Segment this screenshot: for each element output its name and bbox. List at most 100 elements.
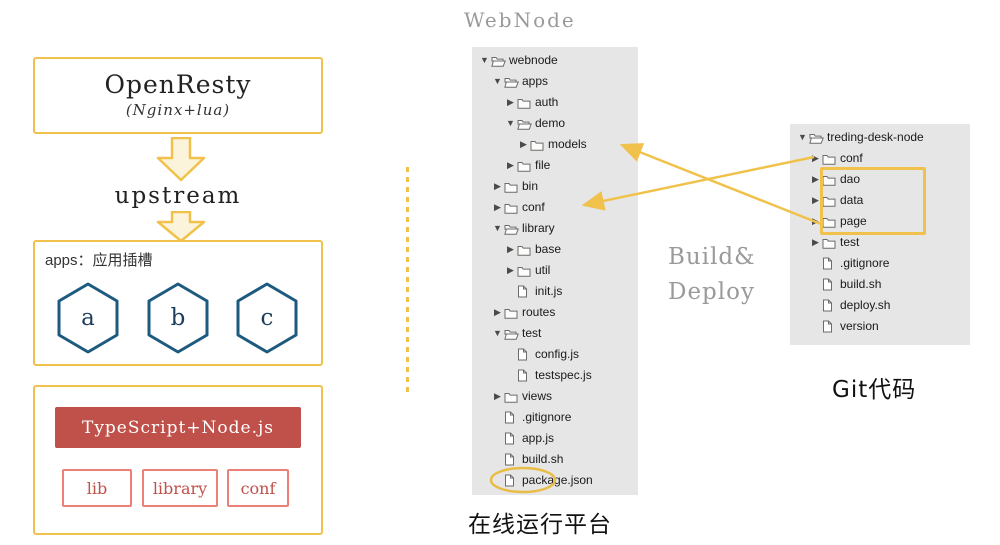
tree-item-label: package.json bbox=[522, 473, 593, 487]
tree-item-label: build.sh bbox=[522, 452, 564, 466]
tree-item-conf[interactable]: ▶ conf bbox=[472, 197, 638, 218]
folder-open-icon bbox=[504, 328, 520, 340]
disclosure-collapsed-icon[interactable]: ▶ bbox=[812, 237, 819, 247]
file-icon bbox=[517, 348, 533, 361]
tree-item-demo[interactable]: ▼ demo bbox=[472, 113, 638, 134]
tree-item-version[interactable]: version bbox=[790, 316, 970, 337]
tree-item-testspec.js[interactable]: testspec.js bbox=[472, 365, 638, 386]
file-icon bbox=[822, 320, 838, 333]
openresty-box: OpenResty (Nginx+lua) bbox=[33, 57, 323, 134]
tree-item-test[interactable]: ▶ test bbox=[790, 232, 970, 253]
disclosure-collapsed-icon[interactable]: ▶ bbox=[812, 153, 819, 163]
build-deploy-label: Build& Deploy bbox=[668, 240, 756, 309]
file-icon bbox=[822, 299, 838, 312]
file-icon bbox=[504, 453, 520, 466]
file-icon bbox=[504, 411, 520, 424]
tree-item-file[interactable]: ▶file bbox=[472, 155, 638, 176]
app-slot-a[interactable]: a bbox=[56, 282, 120, 354]
tree-item-init.js[interactable]: init.js bbox=[472, 281, 638, 302]
disclosure-collapsed-icon[interactable]: ▶ bbox=[507, 265, 514, 275]
tree-item-library[interactable]: ▼library bbox=[472, 218, 638, 239]
upstream-label: upstream bbox=[114, 183, 242, 209]
tree-item-views[interactable]: ▶ views bbox=[472, 386, 638, 407]
tree-item-label: models bbox=[548, 137, 587, 151]
disclosure-open-icon[interactable]: ▼ bbox=[493, 328, 502, 338]
folder-open-icon bbox=[491, 55, 507, 67]
tree-item-label: page bbox=[840, 214, 867, 228]
folder-icon bbox=[822, 195, 838, 207]
tree-item-util[interactable]: ▶util bbox=[472, 260, 638, 281]
disclosure-collapsed-icon[interactable]: ▶ bbox=[494, 391, 501, 401]
webnode-title: WebNode bbox=[464, 8, 576, 32]
tree-item-label: config.js bbox=[535, 347, 580, 361]
disclosure-open-icon[interactable]: ▼ bbox=[493, 223, 502, 233]
git-caption: Git代码 bbox=[832, 377, 917, 403]
tree-item-app.js[interactable]: app.js bbox=[472, 428, 638, 449]
tree-item-treding-desk-node[interactable]: ▼treding-desk-node bbox=[790, 127, 970, 148]
disclosure-collapsed-icon[interactable]: ▶ bbox=[507, 244, 514, 254]
disclosure-collapsed-icon[interactable]: ▶ bbox=[507, 97, 514, 107]
folder-open-icon bbox=[809, 132, 825, 144]
file-icon bbox=[517, 369, 533, 382]
tree-item-label: app.js bbox=[522, 431, 555, 445]
tree-item-routes[interactable]: ▶routes bbox=[472, 302, 638, 323]
disclosure-open-icon[interactable]: ▼ bbox=[798, 132, 807, 142]
disclosure-collapsed-icon[interactable]: ▶ bbox=[520, 139, 527, 149]
tree-item-auth[interactable]: ▶ auth bbox=[472, 92, 638, 113]
tree-item-label: auth bbox=[535, 95, 559, 109]
tree-item-label: demo bbox=[535, 116, 566, 130]
tree-item-label: version bbox=[840, 319, 879, 333]
file-icon bbox=[504, 474, 520, 487]
tree-item-label: conf bbox=[840, 151, 863, 165]
disclosure-collapsed-icon[interactable]: ▶ bbox=[494, 181, 501, 191]
tree-item-label: .gitignore bbox=[522, 410, 572, 424]
disclosure-collapsed-icon[interactable]: ▶ bbox=[507, 160, 514, 170]
folder-icon bbox=[822, 153, 838, 165]
tree-item-base[interactable]: ▶ base bbox=[472, 239, 638, 260]
app-slot-c[interactable]: c bbox=[235, 282, 299, 354]
tree-item-models[interactable]: ▶ models bbox=[472, 134, 638, 155]
disclosure-open-icon[interactable]: ▼ bbox=[480, 55, 489, 65]
file-icon bbox=[517, 285, 533, 298]
build-deploy-line2: Deploy bbox=[668, 278, 755, 305]
tree-item-label: test bbox=[840, 235, 860, 249]
tree-item-.gitignore[interactable]: .gitignore bbox=[790, 253, 970, 274]
tree-item-label: views bbox=[522, 389, 553, 403]
folder-icon bbox=[504, 307, 520, 319]
tree-item-apps[interactable]: ▼apps bbox=[472, 71, 638, 92]
folder-icon bbox=[530, 139, 546, 151]
tree-item-webnode[interactable]: ▼ webnode bbox=[472, 50, 638, 71]
file-icon bbox=[822, 278, 838, 291]
disclosure-open-icon[interactable]: ▼ bbox=[506, 118, 515, 128]
tree-item-bin[interactable]: ▶bin bbox=[472, 176, 638, 197]
tree-item-label: conf bbox=[522, 200, 545, 214]
folder-icon bbox=[517, 265, 533, 277]
module-lib[interactable]: lib bbox=[62, 469, 132, 507]
tree-item-build.sh[interactable]: build.sh bbox=[472, 449, 638, 470]
folder-open-icon bbox=[504, 223, 520, 235]
tree-item-label: base bbox=[535, 242, 562, 256]
disclosure-collapsed-icon[interactable]: ▶ bbox=[494, 202, 501, 212]
disclosure-collapsed-icon[interactable]: ▶ bbox=[494, 307, 501, 317]
folder-icon bbox=[822, 174, 838, 186]
tree-item-page[interactable]: ▶page bbox=[790, 211, 970, 232]
tree-item-package.json[interactable]: package.json bbox=[472, 470, 638, 491]
tree-item-conf[interactable]: ▶ conf bbox=[790, 148, 970, 169]
folder-icon bbox=[504, 391, 520, 403]
module-conf[interactable]: conf bbox=[227, 469, 289, 507]
folder-icon bbox=[822, 216, 838, 228]
tree-item-test[interactable]: ▼test bbox=[472, 323, 638, 344]
app-slot-b[interactable]: b bbox=[146, 282, 210, 354]
down-arrow-icon bbox=[156, 211, 206, 243]
tree-item-deploy.sh[interactable]: deploy.sh bbox=[790, 295, 970, 316]
folder-icon bbox=[517, 97, 533, 109]
tree-item-.gitignore[interactable]: .gitignore bbox=[472, 407, 638, 428]
module-library[interactable]: library bbox=[142, 469, 218, 507]
openresty-title: OpenResty bbox=[104, 70, 252, 99]
webnode-file-tree: ▼webnode▼apps▶auth▼demo▶models▶file▶bin▶… bbox=[472, 47, 638, 495]
disclosure-open-icon[interactable]: ▼ bbox=[493, 76, 502, 86]
tree-item-build.sh[interactable]: build.sh bbox=[790, 274, 970, 295]
openresty-subtitle: (Nginx+lua) bbox=[125, 101, 231, 119]
tree-item-label: webnode bbox=[509, 53, 558, 67]
tree-item-config.js[interactable]: config.js bbox=[472, 344, 638, 365]
